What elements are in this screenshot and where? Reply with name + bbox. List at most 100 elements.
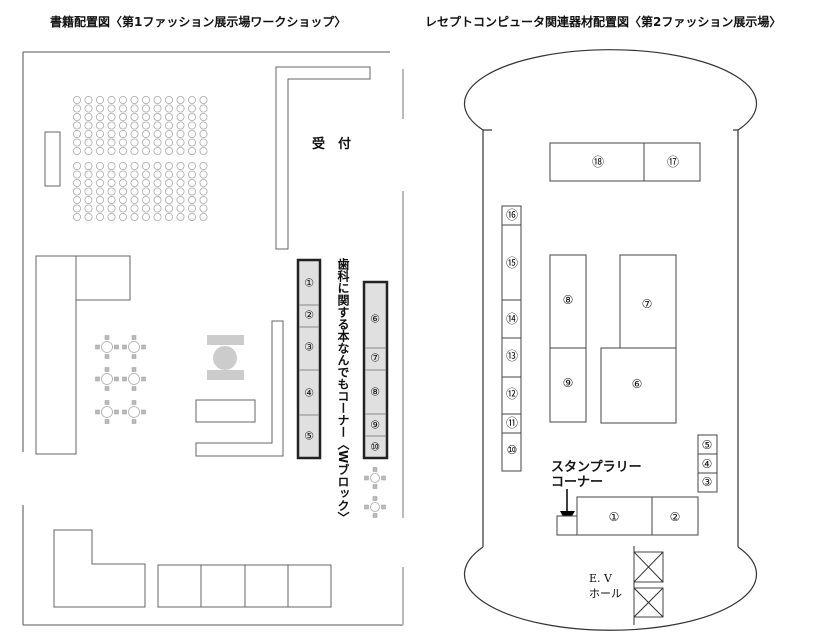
stamp-rally-box <box>556 515 578 536</box>
seat <box>141 170 150 179</box>
seat <box>153 129 162 138</box>
seat <box>119 113 128 122</box>
seat <box>84 129 93 138</box>
chair <box>372 496 378 501</box>
seat <box>141 204 150 213</box>
seat <box>176 121 185 130</box>
l-counter <box>195 320 284 457</box>
chair <box>95 376 100 382</box>
seat <box>73 138 82 147</box>
chair <box>104 367 110 372</box>
seat <box>119 138 128 147</box>
booth-column-3-5: ⑤ ④ ③ <box>697 434 718 493</box>
seat <box>176 138 185 147</box>
seat <box>153 178 162 187</box>
seat <box>107 129 116 138</box>
seat <box>73 96 82 105</box>
right-plan-title: レセプトコンピュータ関連器材配置図〈第2ファッション展示場〉 <box>425 14 781 29</box>
shelf-a: ① ② ③ ④ ⑤ <box>296 258 322 460</box>
seat <box>107 187 116 196</box>
seat <box>164 138 173 147</box>
ev-label: E. V <box>589 572 613 585</box>
booth-6: ⑥ <box>632 377 643 391</box>
seat <box>153 212 162 221</box>
seat <box>176 195 185 204</box>
booth-10: ⑩ <box>507 443 518 457</box>
seat <box>96 129 105 138</box>
seat <box>164 96 173 105</box>
seat <box>73 146 82 155</box>
seat <box>96 187 105 196</box>
seat <box>187 138 196 147</box>
seat <box>176 96 185 105</box>
seat <box>119 187 128 196</box>
shelf-a-5: ⑤ <box>304 430 314 443</box>
seat <box>84 138 93 147</box>
seat <box>153 104 162 113</box>
seat <box>96 138 105 147</box>
chair <box>131 335 137 340</box>
shelf-a-2: ② <box>304 309 314 322</box>
seat <box>73 195 82 204</box>
booth-8-box <box>549 254 587 349</box>
seat <box>96 170 105 179</box>
seat <box>187 187 196 196</box>
seat <box>164 121 173 130</box>
booth-3: ③ <box>702 475 713 489</box>
seat <box>73 104 82 113</box>
chair <box>131 419 137 424</box>
booth-7: ⑦ <box>642 297 653 311</box>
seat <box>96 121 105 130</box>
seat <box>84 212 93 221</box>
seat <box>176 212 185 221</box>
seat <box>84 161 93 170</box>
chair <box>372 467 378 472</box>
seat <box>73 212 82 221</box>
seat <box>84 121 93 130</box>
shelf-b-9: ⑨ <box>370 419 380 432</box>
seat <box>130 204 139 213</box>
seat <box>96 161 105 170</box>
booth-17: ⑰ <box>667 155 679 169</box>
seat <box>153 138 162 147</box>
reception-label: 受 付 <box>312 136 351 152</box>
seat <box>119 195 128 204</box>
seat <box>187 178 196 187</box>
seat <box>130 187 139 196</box>
seat <box>199 195 208 204</box>
seat <box>176 104 185 113</box>
chair <box>381 475 386 481</box>
booth-13: ⑬ <box>506 349 518 363</box>
seat <box>199 212 208 221</box>
round-table <box>122 400 146 424</box>
chair <box>122 409 127 415</box>
seat <box>84 187 93 196</box>
seat <box>176 146 185 155</box>
seat <box>107 170 116 179</box>
seat <box>130 113 139 122</box>
seat <box>119 121 128 130</box>
seat <box>107 138 116 147</box>
seat <box>107 212 116 221</box>
shelf-b-10: ⑩ <box>370 441 380 454</box>
seat <box>96 178 105 187</box>
shelf-b-6: ⑥ <box>370 313 380 326</box>
seat <box>187 212 196 221</box>
seat <box>96 96 105 105</box>
lectern <box>44 131 61 187</box>
seat <box>73 204 82 213</box>
seat <box>107 96 116 105</box>
booth-18: ⑱ <box>592 155 604 169</box>
chair <box>364 504 369 510</box>
booth-2: ② <box>670 510 681 524</box>
round-tables <box>95 335 386 518</box>
seat <box>176 204 185 213</box>
seat <box>130 96 139 105</box>
desk <box>195 399 256 423</box>
seat <box>187 146 196 155</box>
seat <box>176 129 185 138</box>
booth-15: ⑮ <box>506 256 518 270</box>
seat <box>107 178 116 187</box>
booth-9-box <box>549 347 587 423</box>
